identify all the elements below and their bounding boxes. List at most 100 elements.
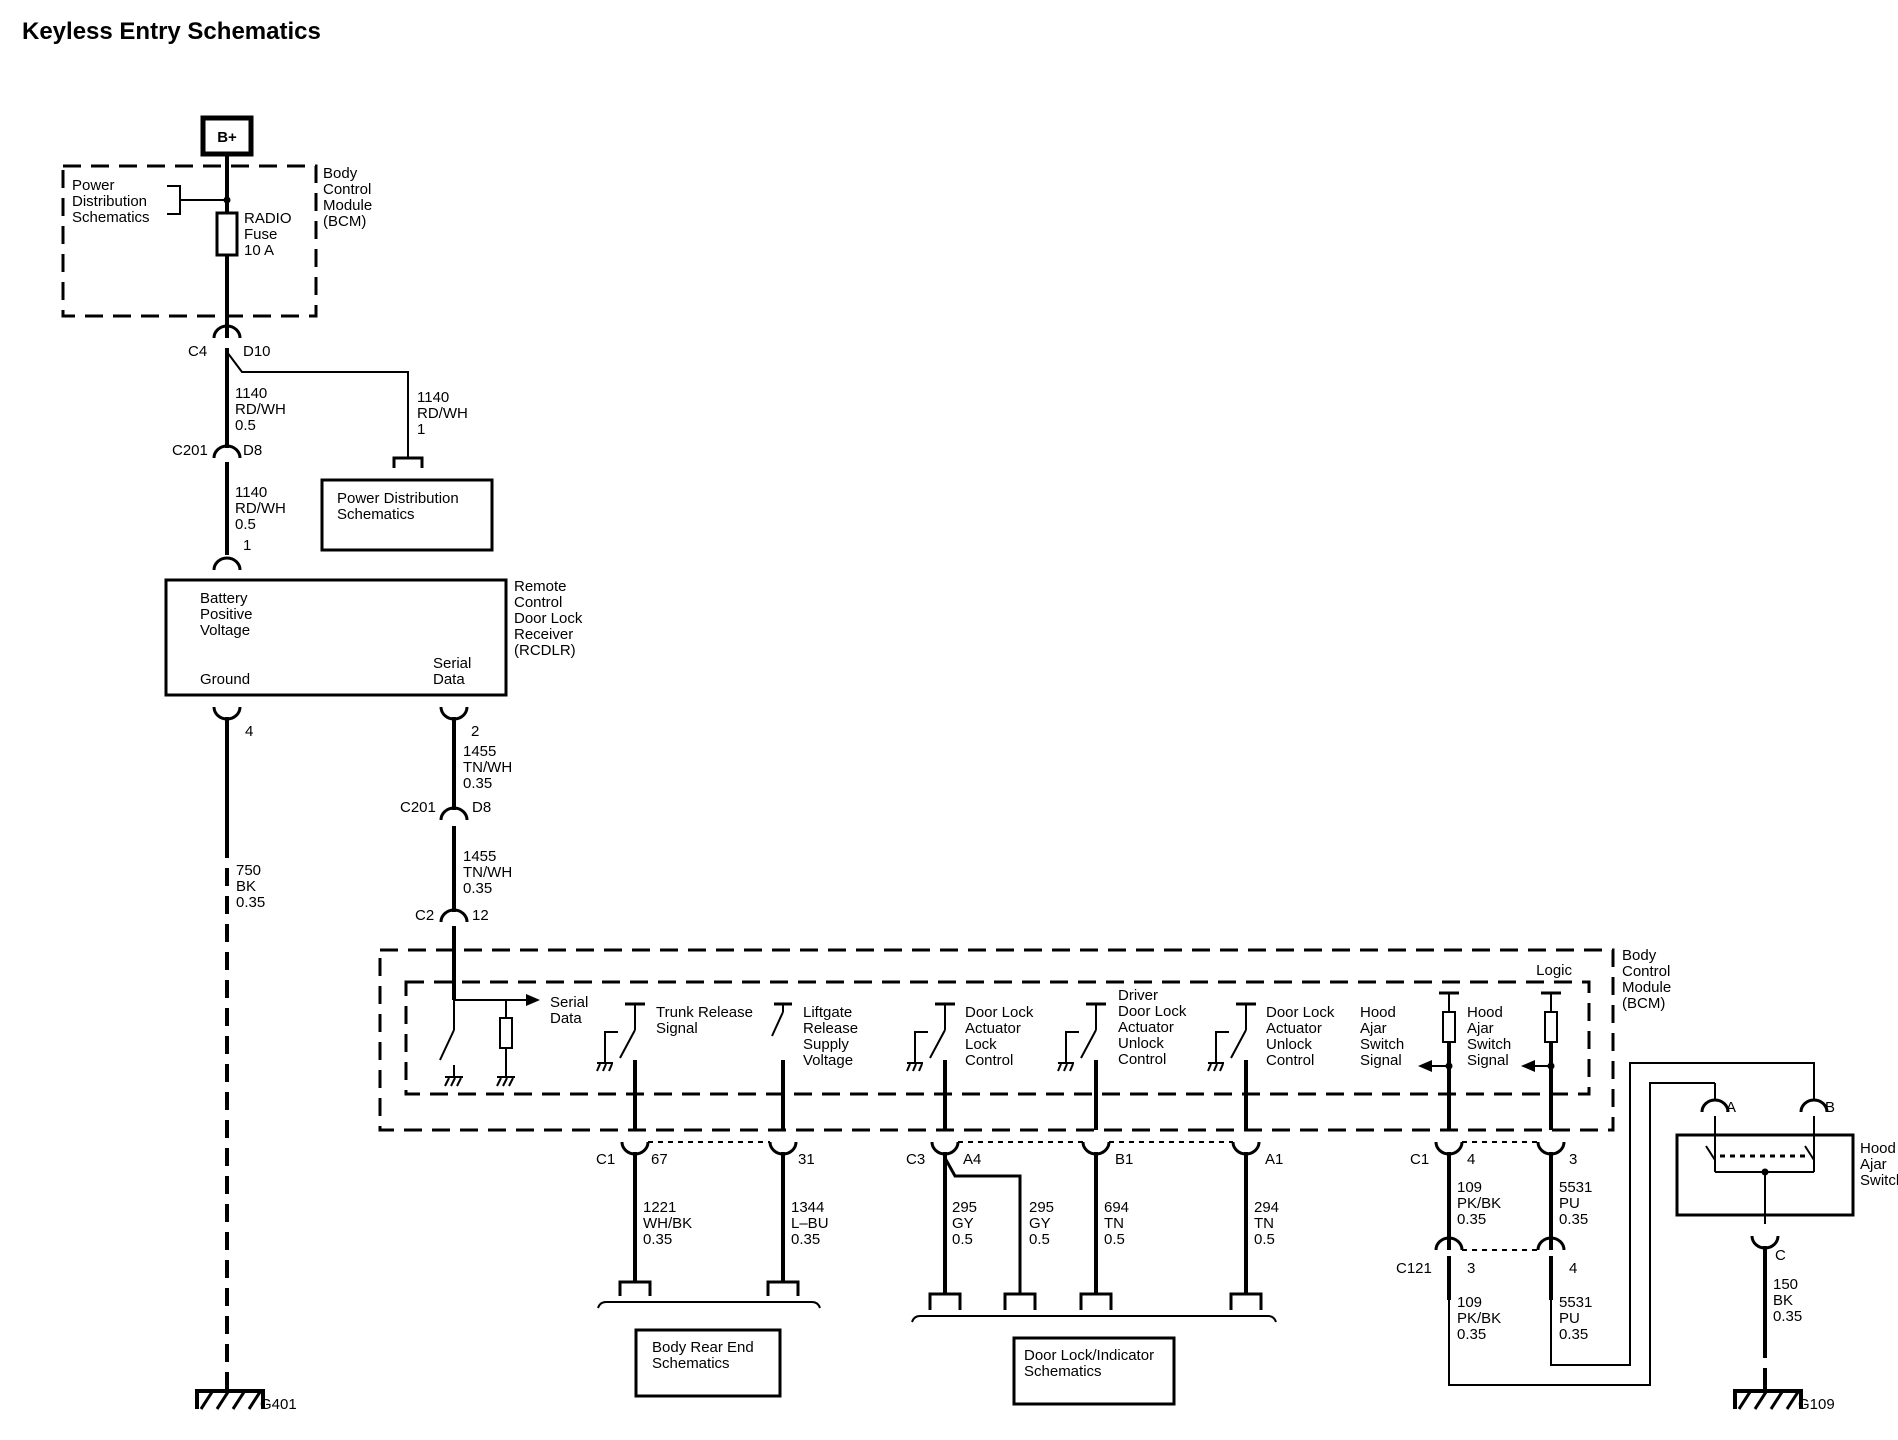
svg-text:Unlock: Unlock (1118, 1035, 1164, 1052)
svg-text:0.35: 0.35 (1457, 1326, 1486, 1343)
body-rear-end-box (634, 1328, 782, 1398)
svg-text:Lock: Lock (965, 1036, 997, 1053)
wire-1140-c-label: 1140 RD/WH 0.5 (235, 484, 286, 533)
svg-text:Control: Control (514, 594, 562, 611)
pd-schematics-terminal (392, 456, 424, 468)
svg-text:TN/WH: TN/WH (463, 759, 512, 776)
svg-text:295: 295 (952, 1199, 977, 1216)
wire-1140-branch (226, 351, 409, 458)
bcm-label-top: Body Control Module (BCM) (323, 165, 372, 230)
svg-text:1344: 1344 (791, 1199, 824, 1216)
svg-text:Release: Release (803, 1020, 858, 1037)
svg-text:Schematics: Schematics (337, 506, 415, 523)
svg-text:Positive: Positive (200, 606, 253, 623)
trunk-release-switch (596, 1002, 645, 1130)
door-lock-lock-label: Door Lock Actuator Lock Control (965, 1004, 1034, 1069)
svg-text:Hood: Hood (1860, 1140, 1896, 1157)
svg-text:PU: PU (1559, 1310, 1580, 1327)
door-unlock-label: Door Lock Actuator Unlock Control (1266, 1004, 1335, 1069)
connector-c3-label: C3 (906, 1151, 925, 1168)
svg-text:1: 1 (417, 421, 425, 438)
svg-text:Control: Control (965, 1052, 1013, 1069)
svg-text:Door Lock: Door Lock (514, 610, 583, 627)
svg-text:0.35: 0.35 (236, 894, 265, 911)
pd-ref-bracket (167, 185, 227, 215)
hood-pin-b-label: B (1825, 1099, 1835, 1116)
svg-text:Driver: Driver (1118, 987, 1158, 1004)
svg-text:Hood: Hood (1360, 1004, 1396, 1021)
connector-c201-d8-top (212, 444, 242, 459)
connector-c121-label: C121 (1396, 1260, 1432, 1277)
svg-text:Voltage: Voltage (803, 1052, 853, 1069)
wire-5531-b-label: 5531 PU 0.35 (1559, 1294, 1592, 1343)
svg-text:0.35: 0.35 (791, 1231, 820, 1248)
svg-text:B+: B+ (217, 129, 237, 146)
ground-g401-symbol (195, 1375, 265, 1410)
wire-1344-label: 1344 L–BU 0.35 (791, 1199, 829, 1248)
svg-text:295: 295 (1029, 1199, 1054, 1216)
svg-text:RADIO: RADIO (244, 210, 292, 227)
pin-67-label: 67 (651, 1151, 668, 1168)
svg-text:Receiver: Receiver (514, 626, 573, 643)
svg-text:Module: Module (323, 197, 372, 214)
pin-4-hood-label: 4 (1467, 1151, 1475, 1168)
bcm-label-bottom: Body Control Module (BCM) (1622, 947, 1671, 1012)
svg-text:Switch: Switch (1860, 1172, 1898, 1189)
svg-text:0.35: 0.35 (643, 1231, 672, 1248)
svg-text:Actuator: Actuator (1118, 1019, 1174, 1036)
svg-text:109: 109 (1457, 1294, 1482, 1311)
pin-d8-serial-label: D8 (472, 799, 491, 816)
svg-text:Trunk Release: Trunk Release (656, 1004, 753, 1021)
rcdlr-serial-label: Serial Data (433, 655, 471, 688)
connector-c201-label: C201 (172, 442, 208, 459)
terminal-1221 (618, 1280, 652, 1296)
pin-3-hood-label: 3 (1569, 1151, 1577, 1168)
pin-4-c121-label: 4 (1569, 1260, 1577, 1277)
connector-c1-hood-group (1434, 1141, 1566, 1156)
ground-g109-symbol (1733, 1375, 1803, 1410)
svg-text:Ajar: Ajar (1360, 1020, 1387, 1037)
wire-1455-a-label: 1455 TN/WH 0.35 (463, 743, 512, 792)
pin-31-label: 31 (798, 1151, 815, 1168)
svg-text:Schematics: Schematics (652, 1355, 730, 1372)
hood-signal-1-label: Hood Ajar Switch Signal (1360, 1004, 1404, 1069)
pd-schematics-box (320, 478, 494, 552)
terminal-294 (1229, 1292, 1263, 1310)
svg-text:Door Lock: Door Lock (965, 1004, 1034, 1021)
liftgate-label: Liftgate Release Supply Voltage (803, 1004, 858, 1069)
radio-fuse-label: RADIO Fuse 10 A (244, 210, 292, 259)
svg-text:TN: TN (1254, 1215, 1274, 1232)
pin-3-c121-label: 3 (1467, 1260, 1475, 1277)
ground-g401-label: G401 (260, 1396, 297, 1413)
svg-text:0.35: 0.35 (1773, 1308, 1802, 1325)
svg-text:1140: 1140 (235, 385, 267, 402)
connector-c201-serial-label: C201 (400, 799, 436, 816)
pin-d8-label: D8 (243, 442, 262, 459)
svg-text:Module: Module (1622, 979, 1671, 996)
trunk-release-label: Trunk Release Signal (656, 1004, 753, 1037)
serial-data-internal (439, 994, 540, 1076)
wire-109-a-label: 109 PK/BK 0.35 (1457, 1179, 1501, 1228)
wire-5531-a-label: 5531 PU 0.35 (1559, 1179, 1592, 1228)
svg-text:WH/BK: WH/BK (643, 1215, 692, 1232)
svg-text:Actuator: Actuator (965, 1020, 1021, 1037)
svg-text:0.5: 0.5 (1104, 1231, 1125, 1248)
hood-signal-2-label: Hood Ajar Switch Signal (1467, 1004, 1511, 1069)
svg-text:150: 150 (1773, 1276, 1798, 1293)
connector-c4-label: C4 (188, 343, 207, 360)
svg-text:TN/WH: TN/WH (463, 864, 512, 881)
svg-text:PK/BK: PK/BK (1457, 1195, 1501, 1212)
ground-g109-label: G109 (1798, 1396, 1835, 1413)
svg-text:Ajar: Ajar (1467, 1020, 1494, 1037)
wire-750-label: 750 BK 0.35 (236, 862, 265, 911)
connector-c4-d10 (212, 324, 242, 339)
svg-text:0.5: 0.5 (235, 417, 256, 434)
svg-text:Door Lock/Indicator: Door Lock/Indicator (1024, 1347, 1154, 1364)
svg-text:1221: 1221 (643, 1199, 676, 1216)
rcdlr-label: Remote Control Door Lock Receiver (RCDLR… (514, 578, 583, 659)
svg-text:BK: BK (236, 878, 256, 895)
svg-text:1140: 1140 (417, 389, 449, 406)
svg-text:Body: Body (323, 165, 358, 182)
chassis-ground-icon (444, 1076, 515, 1087)
